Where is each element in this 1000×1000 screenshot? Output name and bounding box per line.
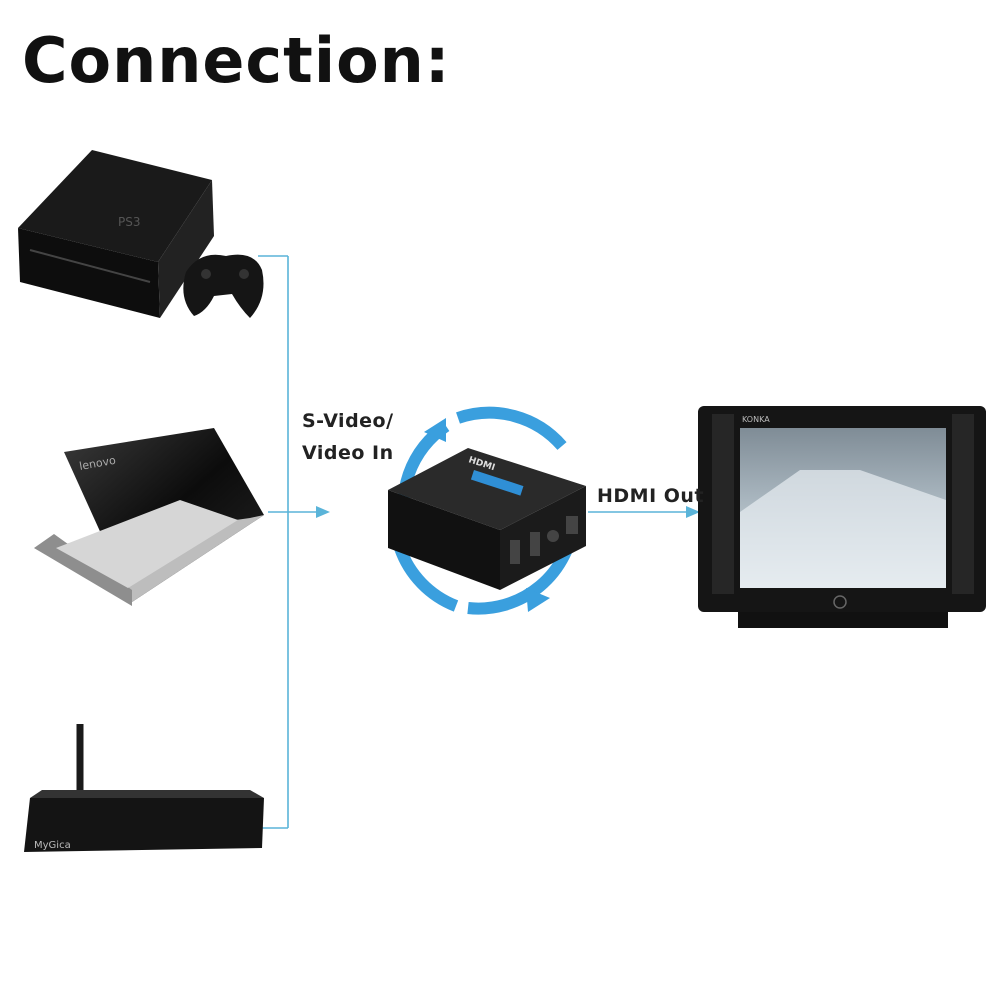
page-title: Connection:	[22, 24, 451, 97]
input-label-line1: S-Video/	[302, 410, 394, 432]
svg-text:PS3: PS3	[118, 215, 141, 229]
connector-lines	[258, 255, 698, 829]
svg-text:MyGica: MyGica	[34, 840, 71, 851]
svg-text:KONKA: KONKA	[742, 415, 770, 424]
gamepad-icon	[183, 254, 264, 318]
input-label-line2: Video In	[302, 442, 394, 464]
arrow-icon	[686, 506, 700, 518]
output-label: HDMI Out	[597, 485, 705, 507]
crt-tv-icon: KONKA	[698, 406, 986, 628]
laptop-icon: lenovo	[34, 428, 264, 606]
arrow-icon	[316, 506, 330, 518]
svg-text:lenovo: lenovo	[78, 454, 117, 473]
converter-box-icon: HDMI	[388, 406, 586, 615]
media-box-icon: MyGica	[24, 724, 264, 852]
game-console-icon: PS3	[18, 150, 214, 318]
